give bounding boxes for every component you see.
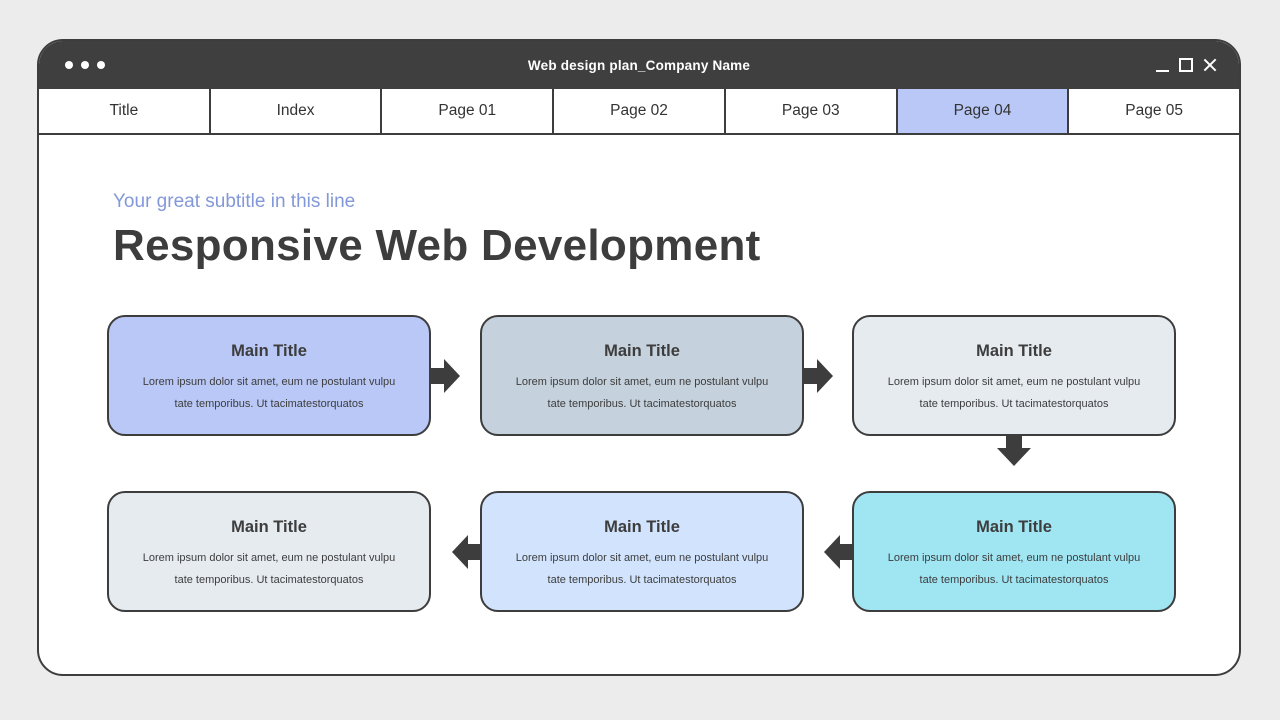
card-title: Main Title (231, 518, 307, 536)
window-title: Web design plan_Company Name (527, 58, 751, 73)
arrow-right-icon (803, 359, 833, 393)
card-text: Lorem ipsum dolor sit amet, eum ne postu… (887, 376, 1141, 410)
step-card-6: Main Title Lorem ipsum dolor sit amet, e… (107, 491, 431, 612)
tab-bar: Title Index Page 01 Page 02 Page 03 Page… (39, 89, 1239, 135)
tab-title[interactable]: Title (39, 89, 211, 133)
title-bar: Web design plan_Company Name (39, 41, 1239, 89)
tab-page-03[interactable]: Page 03 (726, 89, 898, 133)
card-title: Main Title (604, 342, 680, 360)
arrow-left-icon (824, 535, 854, 569)
dot (65, 61, 73, 69)
maximize-icon[interactable] (1179, 58, 1193, 72)
step-card-1: Main Title Lorem ipsum dolor sit amet, e… (107, 315, 431, 436)
page-title: Responsive Web Development (113, 221, 761, 270)
tab-page-05[interactable]: Page 05 (1125, 102, 1184, 119)
card-title: Main Title (231, 342, 307, 360)
card-text: Lorem ipsum dolor sit amet, eum ne postu… (887, 552, 1141, 586)
step-card-4: Main Title Lorem ipsum dolor sit amet, e… (852, 491, 1176, 612)
card-text: Lorem ipsum dolor sit amet, eum ne postu… (515, 376, 769, 410)
card-title: Main Title (604, 518, 680, 536)
step-card-3: Main Title Lorem ipsum dolor sit amet, e… (852, 315, 1176, 436)
window-dots-icon[interactable] (65, 61, 105, 69)
tab-page-02[interactable]: Page 02 (554, 89, 726, 133)
arrow-left-icon (452, 535, 482, 569)
tab-page-04[interactable]: Page 04 (897, 89, 1070, 133)
card-title: Main Title (976, 518, 1052, 536)
browser-window: Web design plan_Company Name Title Index… (37, 39, 1241, 676)
step-card-2: Main Title Lorem ipsum dolor sit amet, e… (480, 315, 804, 436)
close-icon[interactable] (1203, 58, 1217, 72)
step-card-5: Main Title Lorem ipsum dolor sit amet, e… (480, 491, 804, 612)
card-title: Main Title (976, 342, 1052, 360)
card-text: Lorem ipsum dolor sit amet, eum ne postu… (142, 552, 396, 586)
tab-index[interactable]: Index (211, 89, 383, 133)
dot (81, 61, 89, 69)
page-subtitle: Your great subtitle in this line (113, 191, 356, 212)
minimize-icon[interactable] (1156, 70, 1169, 72)
arrow-down-icon (997, 434, 1031, 466)
tab-page-01[interactable]: Page 01 (382, 89, 555, 133)
window-controls (1156, 58, 1217, 72)
card-text: Lorem ipsum dolor sit amet, eum ne postu… (515, 552, 769, 586)
arrow-right-icon (430, 359, 460, 393)
dot (97, 61, 105, 69)
card-text: Lorem ipsum dolor sit amet, eum ne postu… (142, 376, 396, 410)
